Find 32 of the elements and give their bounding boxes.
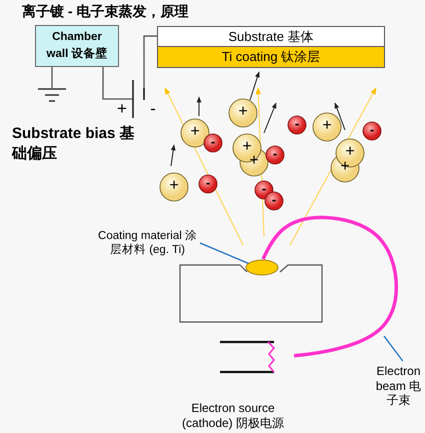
wire bbox=[102, 67, 134, 100]
polarity-sign: - bbox=[149, 98, 157, 120]
leader-line bbox=[200, 242, 250, 265]
charge-sign: + bbox=[241, 139, 253, 155]
charge-sign: + bbox=[237, 104, 249, 120]
bias-label: Substrate bias 基础偏压 bbox=[12, 124, 136, 163]
node-label: Electron source (cathode) 阴极电源 bbox=[180, 401, 286, 430]
charge-sign: - bbox=[272, 147, 278, 160]
charge-sign: - bbox=[368, 123, 376, 136]
charge-sign: - bbox=[270, 193, 278, 206]
chamber-wall-box bbox=[35, 25, 119, 67]
charge-sign: + bbox=[189, 124, 201, 140]
charge-sign: + bbox=[344, 144, 356, 160]
charge-sign: + bbox=[321, 118, 333, 134]
charge-sign: - bbox=[210, 135, 216, 148]
coating-layer bbox=[157, 47, 385, 68]
layer-label: Ti coating 钛涂层 bbox=[222, 48, 320, 66]
diagram-title: 离子镀 - 电子束蒸发，原理 bbox=[22, 3, 188, 21]
node-label: Electron beam 电子束 bbox=[374, 364, 422, 408]
substrate-layer bbox=[157, 26, 385, 47]
charge-sign: - bbox=[260, 182, 268, 195]
charge-sign: + bbox=[248, 153, 260, 169]
leader-line bbox=[383, 336, 404, 362]
charge-sign: - bbox=[204, 176, 212, 189]
node-label: Coating material 涂层材料 (eg. Ti) bbox=[97, 228, 198, 258]
polarity-sign: + bbox=[116, 98, 128, 120]
layer-label: Substrate 基体 bbox=[228, 28, 314, 46]
wire bbox=[51, 67, 53, 88]
charge-sign: - bbox=[294, 117, 300, 130]
electron-beam-line bbox=[261, 216, 398, 358]
charge-sign: + bbox=[168, 178, 180, 194]
layer-label: Chamber wall 设备壁 bbox=[46, 30, 108, 62]
